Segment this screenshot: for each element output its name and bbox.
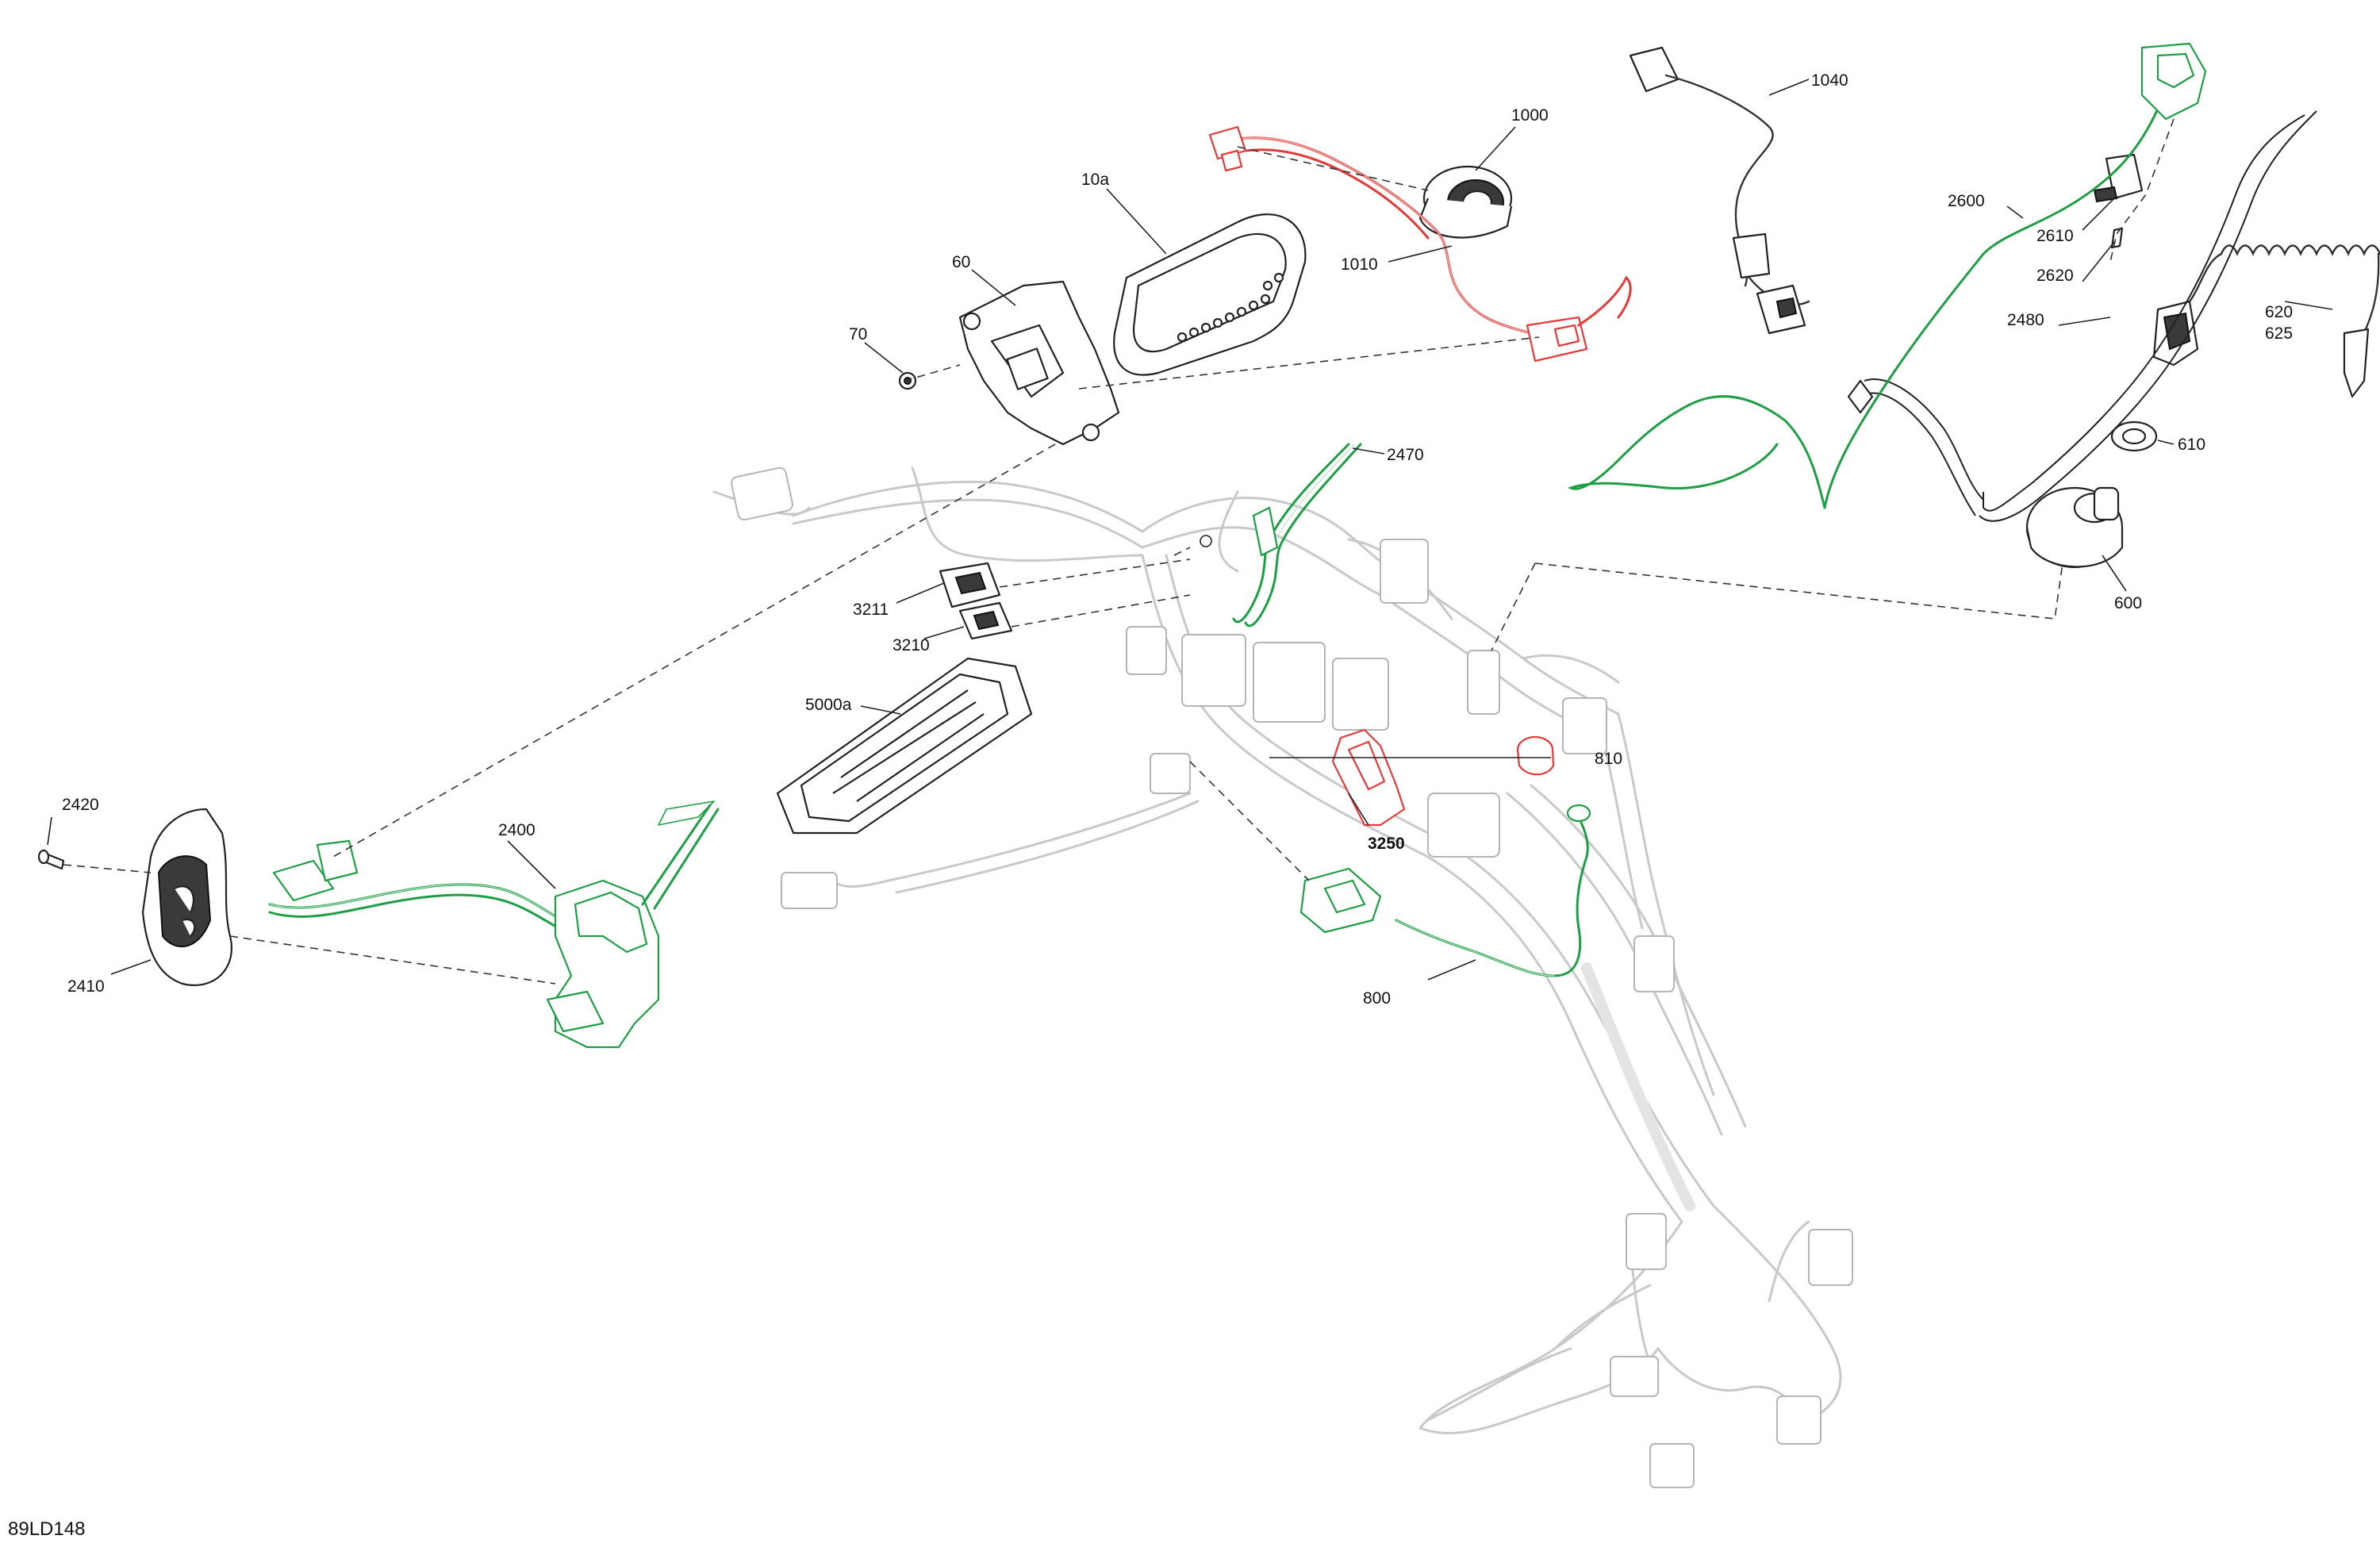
part-620-625-tether — [2152, 244, 2380, 398]
callout-60: 60 — [952, 253, 970, 271]
callout-3211: 3211 — [853, 601, 889, 619]
callout-labels: 10a 60 70 1000 1010 1040 2600 2610 2620 … — [62, 71, 2293, 1008]
part-610-nut — [2110, 420, 2158, 452]
callout-800: 800 — [1363, 989, 1391, 1008]
callout-2610: 2610 — [2036, 227, 2074, 245]
callout-70: 70 — [849, 325, 867, 344]
part-1000-socket — [1418, 165, 1513, 239]
callout-810: 810 — [1595, 750, 1622, 768]
callout-2400: 2400 — [498, 821, 536, 839]
part-1010-harness — [1208, 125, 1632, 363]
callout-1000: 1000 — [1511, 106, 1549, 125]
part-2410-cover — [141, 808, 232, 986]
callout-600: 600 — [2114, 594, 2142, 612]
hole-marker — [1200, 535, 1212, 547]
part-600-switch — [2025, 486, 2124, 569]
part-60-bracket — [958, 280, 1120, 446]
main-harness-frame — [712, 466, 1842, 1435]
part-2600-harness — [1568, 42, 2207, 509]
part-2400-harness — [268, 800, 720, 1049]
part-2480-bar — [1847, 110, 2317, 522]
part-5000a-module — [776, 657, 1033, 835]
assembly-dash-lines — [63, 118, 2175, 985]
part-1040-usb-harness — [1629, 46, 1810, 335]
callout-2620: 2620 — [2036, 267, 2074, 285]
part-2420-screw — [37, 849, 65, 870]
callout-2420: 2420 — [62, 796, 99, 814]
callout-610: 610 — [2178, 436, 2205, 454]
part-3250-pedal — [1331, 728, 1406, 827]
callout-1010: 1010 — [1341, 255, 1378, 274]
part-70-screw — [898, 371, 917, 390]
part-10a-display — [1113, 213, 1307, 376]
callout-10a: 10a — [1081, 171, 1109, 189]
part-2610-clip — [2093, 153, 2144, 203]
part-2470-lever — [1232, 443, 1362, 628]
callout-3210: 3210 — [892, 636, 930, 654]
leader-lines — [47, 79, 2333, 981]
diagram-code: 89LD148 — [8, 1518, 85, 1540]
callout-2410: 2410 — [67, 977, 105, 996]
callout-620: 620 — [2265, 303, 2293, 321]
callout-625: 625 — [2265, 324, 2293, 343]
harness-connectors — [731, 466, 1853, 1488]
part-3211-connector — [939, 562, 1001, 608]
part-810-switch — [1516, 735, 1555, 776]
callout-2600: 2600 — [1948, 192, 1985, 210]
callout-2470: 2470 — [1387, 446, 1424, 464]
callout-1040: 1040 — [1811, 71, 1848, 90]
part-2620-screw — [2110, 227, 2124, 249]
part-800-harness — [1299, 804, 1591, 977]
callout-2480: 2480 — [2007, 311, 2044, 329]
callout-3250: 3250 — [1368, 835, 1405, 853]
part-3210-connector — [958, 601, 1013, 640]
callout-5000a: 5000a — [805, 696, 852, 714]
display-buttons — [1177, 272, 1284, 343]
